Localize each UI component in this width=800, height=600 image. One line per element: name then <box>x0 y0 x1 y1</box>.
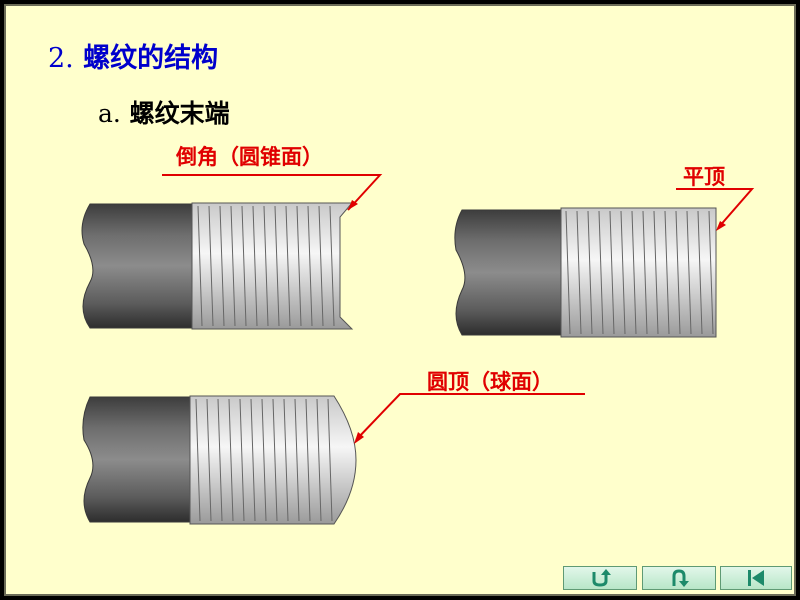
thread-tooth <box>664 210 670 335</box>
section-heading: 2. 螺纹的结构 <box>48 36 218 75</box>
thread-tooth <box>675 210 681 335</box>
thread-tooth <box>318 205 324 327</box>
subsection-letter: a. <box>98 99 121 128</box>
thread-tooth <box>252 205 258 327</box>
thread-tooth <box>206 398 212 522</box>
thread-tooth <box>327 398 333 522</box>
bolt-shank <box>454 209 562 336</box>
thread-tooth <box>576 210 582 335</box>
thread-tooth <box>230 205 236 327</box>
thread-tooth <box>274 205 280 327</box>
thread-tooth <box>653 210 659 335</box>
thread-tooth <box>642 210 648 335</box>
subsection-heading: a. 螺纹末端 <box>98 94 230 130</box>
first-page-icon <box>748 570 764 586</box>
thread-tooth <box>686 210 692 335</box>
return-icon <box>672 569 689 587</box>
thread-tooth <box>283 398 289 522</box>
leader-arrow <box>716 221 726 231</box>
thread-tooth <box>305 398 311 522</box>
leader-line-round <box>355 393 585 441</box>
thread-tooth <box>565 210 571 335</box>
thread-tooth <box>598 210 604 335</box>
subsection-title: 螺纹末端 <box>129 99 230 128</box>
leader-arrow <box>348 200 358 210</box>
thread-section <box>189 395 357 525</box>
thread-tooth <box>208 205 214 327</box>
thread-tooth <box>263 205 269 327</box>
thread-tooth <box>609 210 615 335</box>
thread-tooth <box>261 398 267 522</box>
section-number: 2. <box>48 43 74 74</box>
return-button[interactable] <box>642 566 716 590</box>
thread-tooth <box>307 205 313 327</box>
leader-line-chamfer <box>162 174 383 211</box>
label-flat-top: 平顶 <box>683 165 725 189</box>
label-round-top: 圆顶（球面） <box>427 370 553 394</box>
thread-tooth <box>708 210 714 335</box>
thread-tooth <box>587 210 593 335</box>
thread-section <box>191 202 354 330</box>
thread-tooth <box>285 205 291 327</box>
first-page-button[interactable] <box>720 566 792 590</box>
thread-tooth <box>329 205 335 327</box>
back-button[interactable] <box>563 566 637 590</box>
thread-tooth <box>316 398 322 522</box>
section-title: 螺纹的结构 <box>83 43 219 74</box>
thread-tooth <box>296 205 302 327</box>
thread-tooth <box>217 398 223 522</box>
thread-tooth <box>241 205 247 327</box>
thread-tooth <box>250 398 256 522</box>
thread-section <box>560 207 717 338</box>
thread-tooth <box>631 210 637 335</box>
thread-tooth <box>620 210 626 335</box>
thread-tooth <box>239 398 245 522</box>
bolt-shank <box>81 203 193 329</box>
thread-tooth <box>294 398 300 522</box>
thread-tooth <box>197 205 203 327</box>
label-chamfer: 倒角（圆锥面） <box>176 145 323 169</box>
thread-tooth <box>195 398 201 522</box>
bolt-flat-top <box>454 188 755 338</box>
thread-tooth <box>272 398 278 522</box>
bolt-shank <box>82 396 191 523</box>
bolt-round-top <box>82 393 585 525</box>
thread-tooth <box>697 210 703 335</box>
thread-tooth <box>219 205 225 327</box>
leader-line-flat <box>676 188 755 229</box>
u-turn-icon <box>592 569 611 587</box>
thread-tooth <box>228 398 234 522</box>
leader-arrow <box>354 432 364 444</box>
bolt-chamfer-end <box>81 174 383 330</box>
